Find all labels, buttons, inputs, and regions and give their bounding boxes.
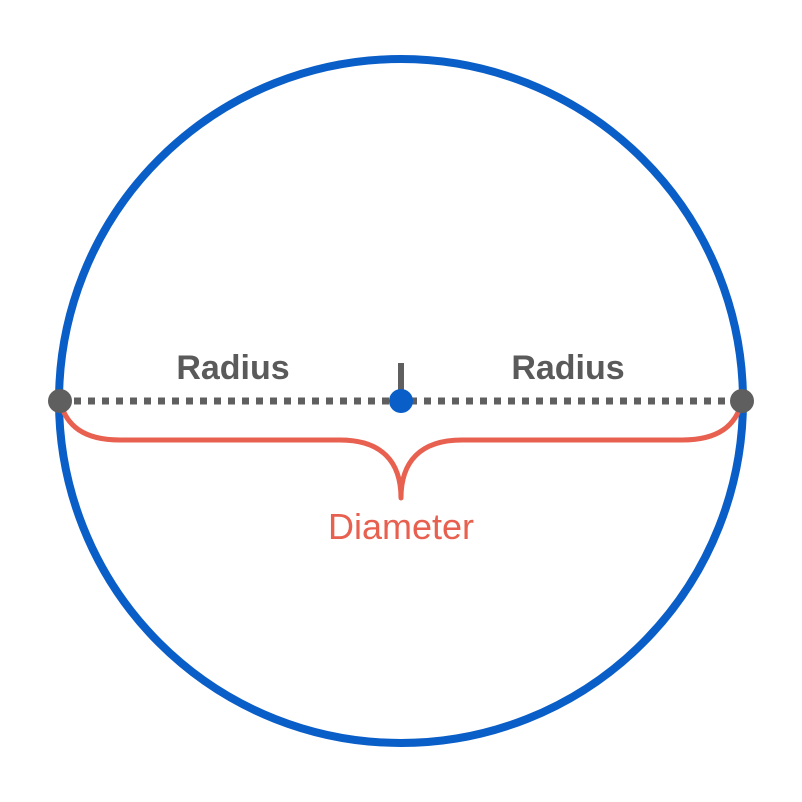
radius-label-right: Radius [511,349,624,387]
radius-label-left: Radius [176,349,289,387]
diameter-label: Diameter [328,506,474,547]
diameter-brace [57,398,745,501]
right-end-point [730,389,754,413]
left-end-point [48,389,72,413]
center-point [389,389,413,413]
